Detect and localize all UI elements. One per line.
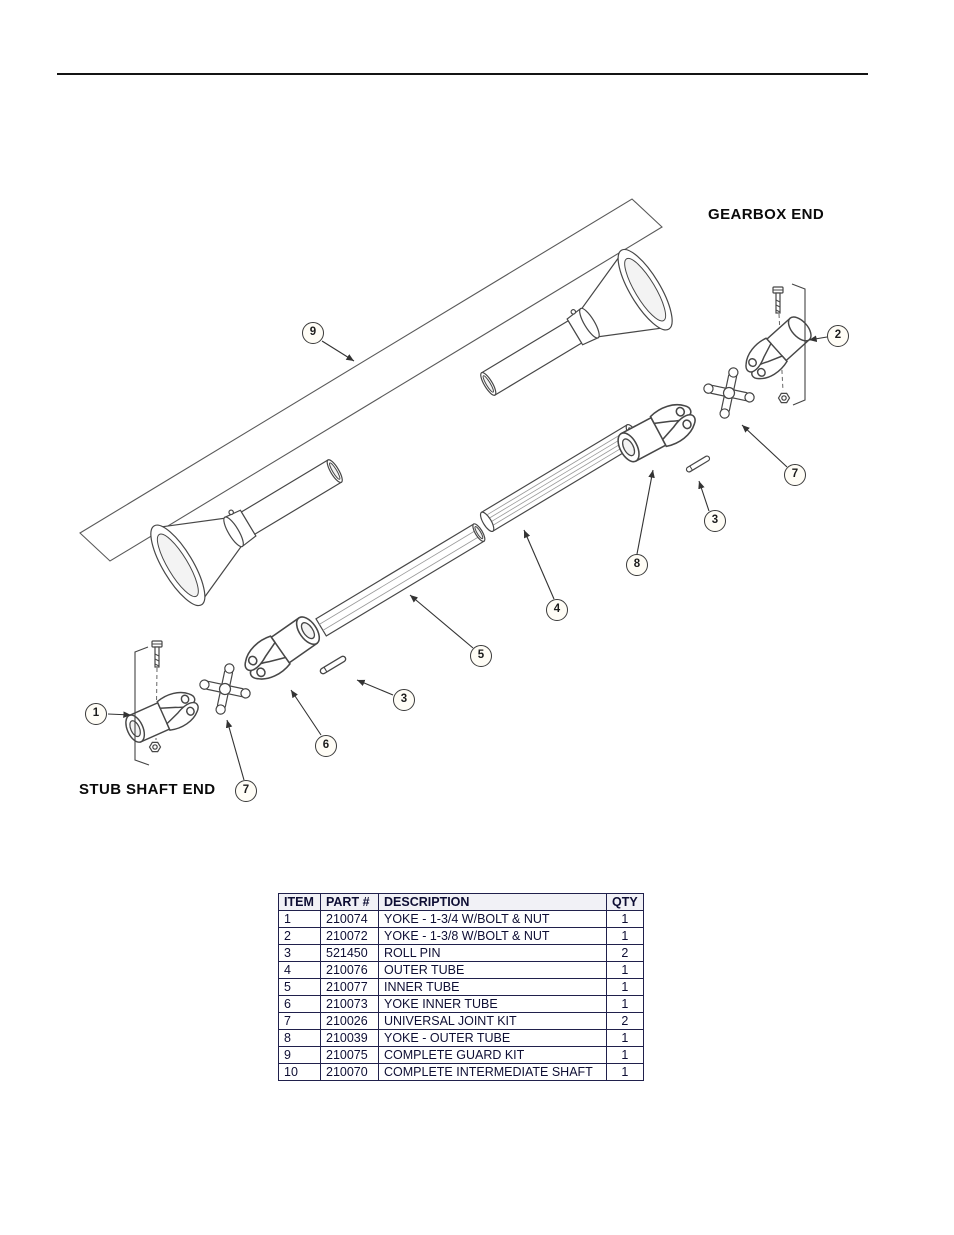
cell-qty: 2 [606,944,644,962]
callout-item-8: 8 [626,554,648,576]
cell-part: 210026 [320,1012,379,1030]
callout-item-9: 9 [302,322,324,344]
table-row: 8 210039 YOKE - OUTER TUBE 1 [278,1029,644,1047]
cell-part: 210075 [320,1046,379,1064]
cell-qty: 1 [606,995,644,1013]
cell-item: 9 [278,1046,321,1064]
roll-pin-left [318,654,348,676]
table-row: 9 210075 COMPLETE GUARD KIT 1 [278,1046,644,1064]
cell-item: 8 [278,1029,321,1047]
table-row: 2 210072 YOKE - 1-3/8 W/BOLT & NUT 1 [278,927,644,945]
cell-description: ROLL PIN [378,944,607,962]
cell-part: 210039 [320,1029,379,1047]
table-row: 1 210074 YOKE - 1-3/4 W/BOLT & NUT 1 [278,910,644,928]
table-row: 5 210077 INNER TUBE 1 [278,978,644,996]
cell-item: 4 [278,961,321,979]
guard-plane-outline [79,198,663,562]
parts-table-header-row: ITEM PART # DESCRIPTION QTY [278,893,644,911]
cell-qty: 2 [606,1012,644,1030]
cell-part: 210077 [320,978,379,996]
inner-tube [315,521,488,637]
guard-bell-stub-end [140,428,363,614]
callout-item-4: 4 [546,599,568,621]
cell-description: YOKE - 1-3/4 W/BOLT & NUT [378,910,607,928]
cell-part: 210070 [320,1063,379,1081]
stub-yoke-bolt [151,640,163,668]
guard-bell-gearbox-end [460,241,683,427]
cell-qty: 1 [606,978,644,996]
cell-description: YOKE - 1-3/8 W/BOLT & NUT [378,927,607,945]
callout-item-7-left: 7 [235,780,257,802]
assembly-bracket-item1 [134,646,150,766]
yoke-outer-tube [612,397,701,468]
callout-item-1: 1 [85,703,107,725]
table-row: 10 210070 COMPLETE INTERMEDIATE SHAFT 1 [278,1063,644,1081]
callout-item-6: 6 [315,735,337,757]
cell-qty: 1 [606,910,644,928]
cell-qty: 1 [606,1046,644,1064]
outer-tube [477,422,643,534]
cell-item: 7 [278,1012,321,1030]
cell-part: 210072 [320,927,379,945]
col-header-part: PART # [320,893,379,911]
yoke-inner-tube [238,610,326,687]
parts-table: ITEM PART # DESCRIPTION QTY 1 210074 YOK… [278,893,644,1081]
cell-item: 1 [278,910,321,928]
roll-pin-right [684,454,712,474]
cell-item: 5 [278,978,321,996]
table-row: 3 521450 ROLL PIN 2 [278,944,644,962]
table-row: 7 210026 UNIVERSAL JOINT KIT 2 [278,1012,644,1030]
cell-item: 3 [278,944,321,962]
col-header-description: DESCRIPTION [378,893,607,911]
page-top-rule [57,73,868,75]
cell-description: COMPLETE GUARD KIT [378,1046,607,1064]
cell-part: 210073 [320,995,379,1013]
callout-item-3-right: 3 [704,510,726,532]
cell-description: YOKE INNER TUBE [378,995,607,1013]
cell-part: 210074 [320,910,379,928]
gearbox-yoke-bolt [772,286,784,314]
callout-item-5: 5 [470,645,492,667]
cell-item: 10 [278,1063,321,1081]
callout-item-7-right: 7 [784,464,806,486]
gearbox-end-label: GEARBOX END [708,206,825,223]
cell-part: 210076 [320,961,379,979]
cell-qty: 1 [606,927,644,945]
callout-item-3-left: 3 [393,689,415,711]
col-header-qty: QTY [606,893,644,911]
gearbox-yoke-nut [777,392,791,404]
cell-description: YOKE - OUTER TUBE [378,1029,607,1047]
cell-part: 521450 [320,944,379,962]
callout-item-2: 2 [827,325,849,347]
table-row: 4 210076 OUTER TUBE 1 [278,961,644,979]
stub-yoke-nut [148,741,162,753]
cell-description: OUTER TUBE [378,961,607,979]
cell-qty: 1 [606,1029,644,1047]
cell-item: 6 [278,995,321,1013]
callout-leader-lines [107,335,828,781]
stub-shaft-yoke [121,686,203,748]
cell-qty: 1 [606,961,644,979]
assembly-bracket-item2 [791,283,806,406]
cell-description: INNER TUBE [378,978,607,996]
col-header-item: ITEM [278,893,321,911]
cell-description: COMPLETE INTERMEDIATE SHAFT [378,1063,607,1081]
stub-shaft-end-label: STUB SHAFT END [79,781,216,798]
cell-description: UNIVERSAL JOINT KIT [378,1012,607,1030]
cell-item: 2 [278,927,321,945]
cell-qty: 1 [606,1063,644,1081]
table-row: 6 210073 YOKE INNER TUBE 1 [278,995,644,1013]
